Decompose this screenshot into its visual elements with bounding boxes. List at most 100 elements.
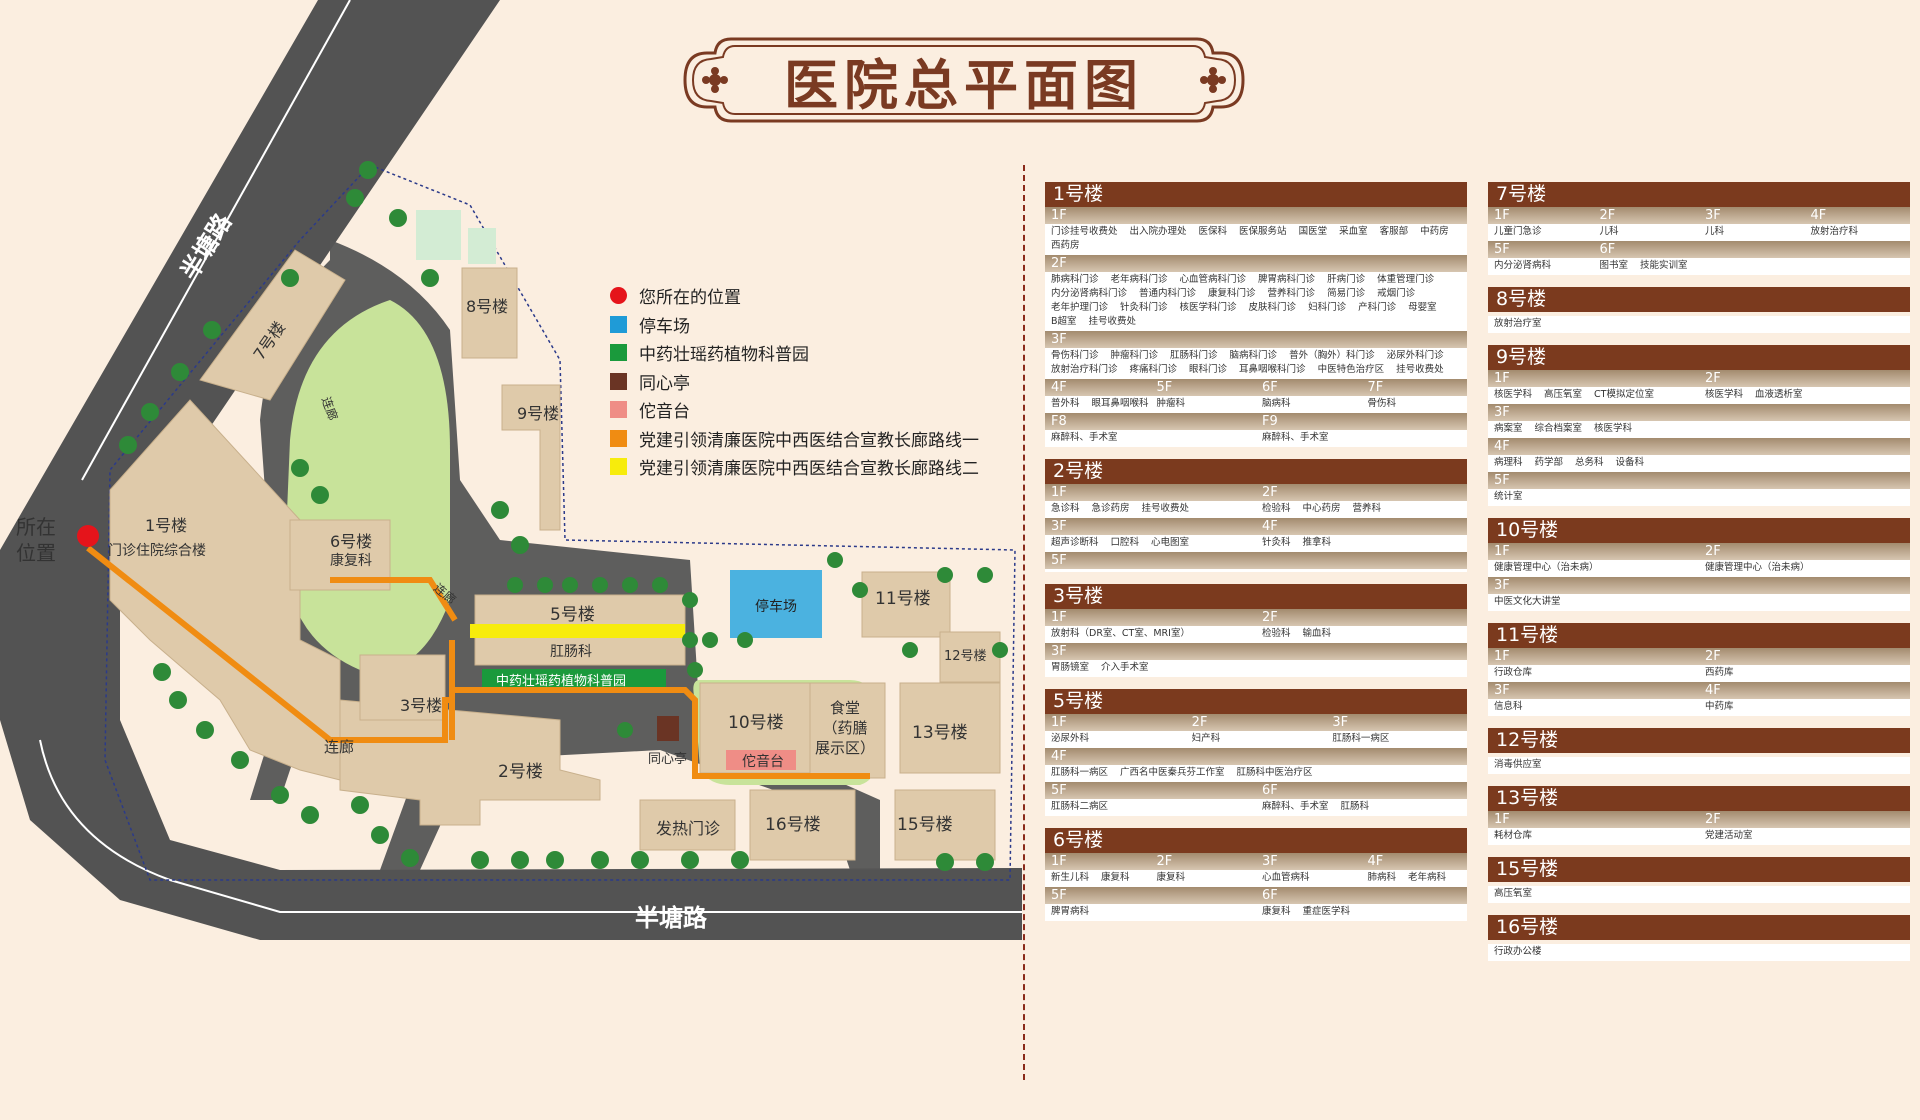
department-name: CT模拟定位室 (1594, 389, 1654, 400)
legend-swatch (610, 372, 627, 390)
department-name: 西药库 (1705, 667, 1734, 678)
department-name: 医保科 (1198, 226, 1228, 237)
department-name: 皮肤科门诊 (1248, 302, 1297, 313)
department-name: 药学部 (1534, 457, 1564, 468)
floor-label: 2F (1705, 812, 1721, 827)
floor-label: 3F (1332, 715, 1349, 730)
department-row: 门诊挂号收费处出入院办理处医保科医保服务站国医堂采血室客服部中药房西药房 (1045, 224, 1467, 255)
department-name: 中药库 (1705, 701, 1734, 712)
label-b1-sub: 门诊住院综合楼 (108, 543, 206, 559)
trees (119, 161, 1008, 871)
floor-bar: 1F (1045, 207, 1467, 224)
legend-item: 佗音台 (610, 397, 690, 422)
department-name: 图书室 (1599, 260, 1629, 271)
department-name: 核医学科 (1705, 389, 1744, 400)
department-name: 普外（胸外）科门诊 (1289, 350, 1375, 361)
department-name: 设备科 (1615, 457, 1645, 468)
department-name: 技能实训室 (1640, 260, 1688, 271)
legend-swatch (610, 315, 627, 333)
department-name: 眼科门诊 (1189, 364, 1228, 375)
building-heading: 1号楼 (1045, 182, 1467, 207)
legend-label: 佗音台 (639, 402, 690, 422)
department-name: 康复科 (1101, 872, 1130, 883)
floor-label: 2F (1705, 649, 1721, 664)
department-name: 放射治疗室 (1494, 318, 1542, 329)
floor-label: 1F (1051, 610, 1067, 625)
legend-label: 您所在的位置 (639, 288, 741, 308)
department-name: 行政办公楼 (1494, 946, 1542, 957)
building-8 (461, 267, 518, 359)
building-heading: 10号楼 (1488, 518, 1910, 543)
department-name: 脾胃病科 (1051, 906, 1090, 917)
label-garden: 中药壮瑶药植物科普园 (496, 674, 627, 689)
directory-divider (1023, 165, 1025, 1080)
floor-label: 4F (1705, 683, 1721, 698)
floor-label: 3F (1051, 519, 1067, 534)
road-center-line-bottom (39, 739, 1022, 913)
legend-item: 停车场 (610, 312, 690, 337)
road-label-bottom: 半塘路 (635, 904, 707, 932)
department-name: 核医学科 (1494, 389, 1533, 400)
floor-label: 2F (1705, 544, 1721, 559)
label-fever-clinic: 发热门诊 (656, 819, 721, 838)
department-name: 肛肠科一病区 (1332, 733, 1390, 744)
department-name: 门诊挂号收费处 (1051, 226, 1118, 237)
you-are-here-dot (77, 525, 99, 547)
floor-label: 1F (1051, 485, 1067, 500)
department-name: 放射治疗科门诊 (1051, 364, 1118, 375)
department-name: 客服部 (1379, 226, 1409, 237)
department-name: 肝病门诊 (1327, 274, 1366, 285)
building-directory: 12号楼消毒供应室 (1488, 728, 1910, 774)
department-name: 老年病科 (1408, 872, 1447, 883)
department-row: 行政办公楼 (1488, 944, 1910, 961)
floor-bar: 3F (1045, 331, 1467, 348)
department-name: 眼耳鼻咽喉科 (1091, 398, 1149, 409)
building-9 (501, 384, 561, 531)
label-b3: 3号楼 (400, 696, 443, 715)
department-name: 肛肠科门诊 (1170, 350, 1218, 361)
department-name: 体重管理门诊 (1377, 274, 1435, 285)
department-name: 医保服务站 (1239, 226, 1287, 237)
label-b15: 15号楼 (897, 815, 953, 835)
department-name: 营养科 (1352, 503, 1382, 514)
page-title: 医院总平面图 (784, 53, 1144, 117)
department-row: 肺病科门诊老年病科门诊心血管病科门诊脾胃病科门诊肝病门诊体重管理门诊内分泌肾病科… (1045, 272, 1467, 331)
department-row: 耗材仓库党建活动室 (1488, 828, 1910, 845)
building-heading: 12号楼 (1488, 728, 1910, 753)
department-name: 推拿科 (1302, 537, 1332, 548)
floor-label: 5F (1156, 380, 1173, 395)
department-row: 健康管理中心（治未病）健康管理中心（治未病） (1488, 560, 1910, 577)
department-name: B超室 (1051, 316, 1077, 327)
floor-label: 3F (1051, 644, 1067, 659)
department-name: 肺病科门诊 (1051, 274, 1099, 285)
floor-label: 5F (1051, 888, 1067, 903)
department-name: 综合档案室 (1534, 423, 1583, 434)
department-name: 口腔科 (1110, 537, 1140, 548)
floor-label: 2F (1599, 208, 1616, 223)
department-name: 内分泌肾病科门诊 (1051, 288, 1128, 299)
department-row: 病理科药学部总务科设备科 (1488, 455, 1910, 472)
building-13 (899, 682, 1001, 774)
department-name: 胃肠镜室 (1051, 662, 1090, 673)
department-row: 骨伤科门诊肿瘤科门诊肛肠科门诊脑病科门诊普外（胸外）科门诊泌尿外科门诊放射治疗科… (1045, 348, 1467, 379)
department-name: 消毒供应室 (1494, 759, 1542, 770)
legend-item: 中药壮瑶药植物科普园 (610, 340, 809, 365)
department-name: 耗材仓库 (1494, 830, 1533, 841)
location-label: 所在 位置 (16, 515, 56, 565)
legend-label: 党建引领清廉医院中西医结合宣教长廊路线二 (639, 459, 979, 479)
label-b10: 10号楼 (728, 713, 784, 733)
road-center-line-top (81, 0, 351, 481)
department-name: 儿童门急诊 (1494, 226, 1542, 237)
department-row: 普外科眼耳鼻咽喉科肿瘤科脑病科骨伤科 (1045, 396, 1467, 413)
floor-label: 5F (1051, 783, 1067, 798)
floor-label (1699, 241, 1805, 258)
